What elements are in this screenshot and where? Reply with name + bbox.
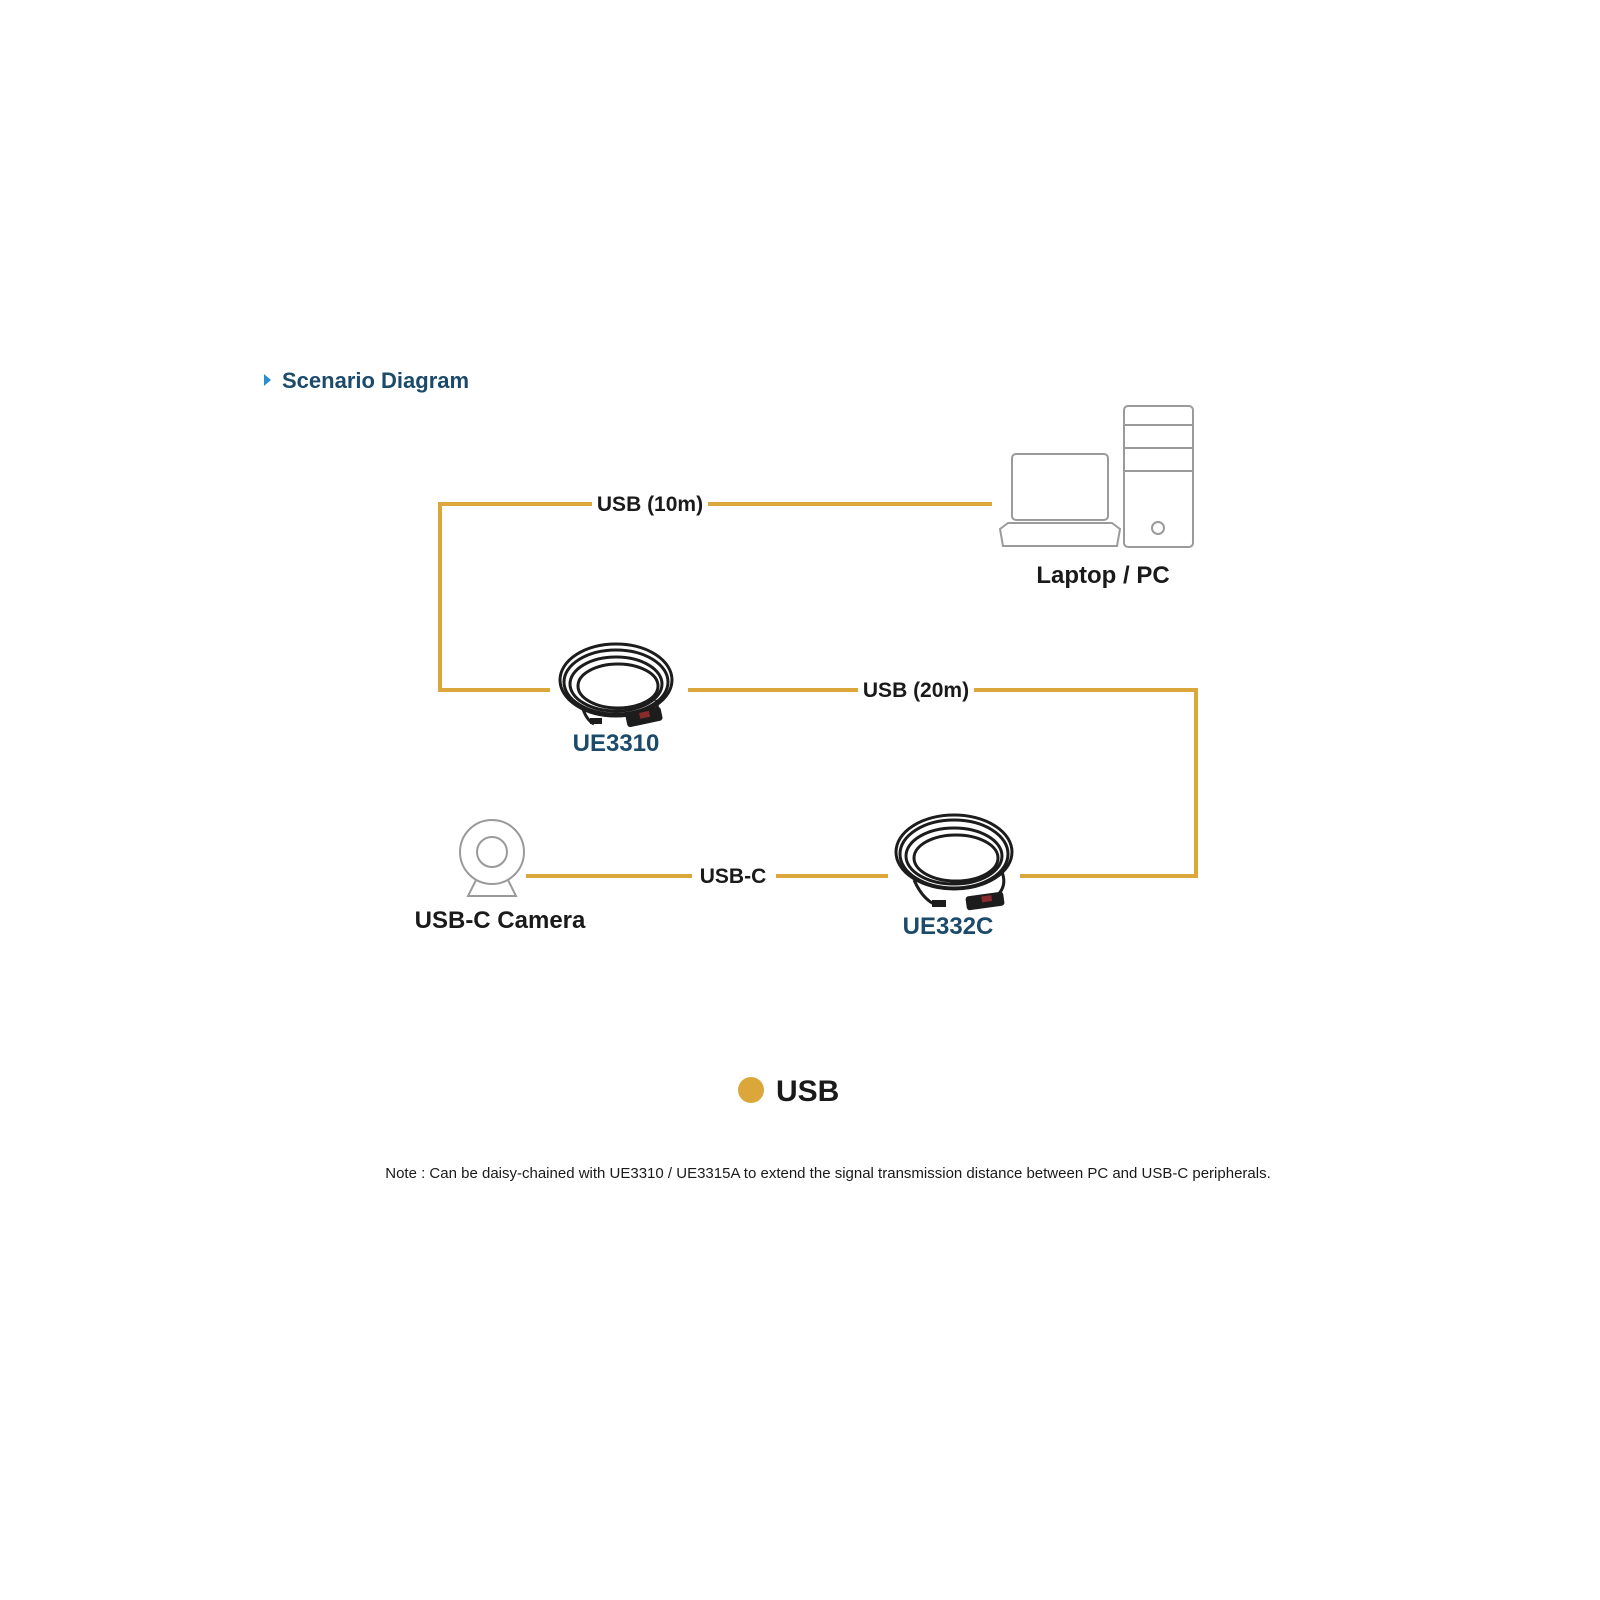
cable-usb-20m-right <box>974 688 1198 878</box>
legend: USB <box>738 1075 839 1108</box>
label-usb-c-camera: USB-C Camera <box>415 907 586 934</box>
label-usb-c: USB-C <box>700 865 767 888</box>
cable-usb-10m <box>438 502 592 692</box>
footnote: Note : Can be daisy-chained with UE3310 … <box>385 1165 1271 1182</box>
legend-usb-label: USB <box>776 1075 839 1108</box>
laptop-icon <box>998 453 1122 547</box>
webcam-icon <box>459 819 525 897</box>
section-header: Scenario Diagram <box>264 368 469 393</box>
label-laptop-pc: Laptop / PC <box>1036 562 1169 589</box>
legend-usb-swatch <box>738 1077 764 1103</box>
section-title: Scenario Diagram <box>282 368 469 393</box>
label-ue3310: UE3310 <box>573 730 660 757</box>
triangle-right-icon <box>264 374 271 386</box>
label-usb-10m: USB (10m) <box>597 493 703 516</box>
cable-lines <box>438 502 1198 878</box>
usb-extension-cable-icon <box>894 813 1014 911</box>
label-ue332c: UE332C <box>903 913 994 940</box>
pc-tower-icon <box>1123 405 1194 548</box>
usb-extension-cable-icon <box>558 642 674 728</box>
laptop-pc-device <box>998 405 1194 548</box>
label-usb-20m: USB (20m) <box>863 679 969 702</box>
